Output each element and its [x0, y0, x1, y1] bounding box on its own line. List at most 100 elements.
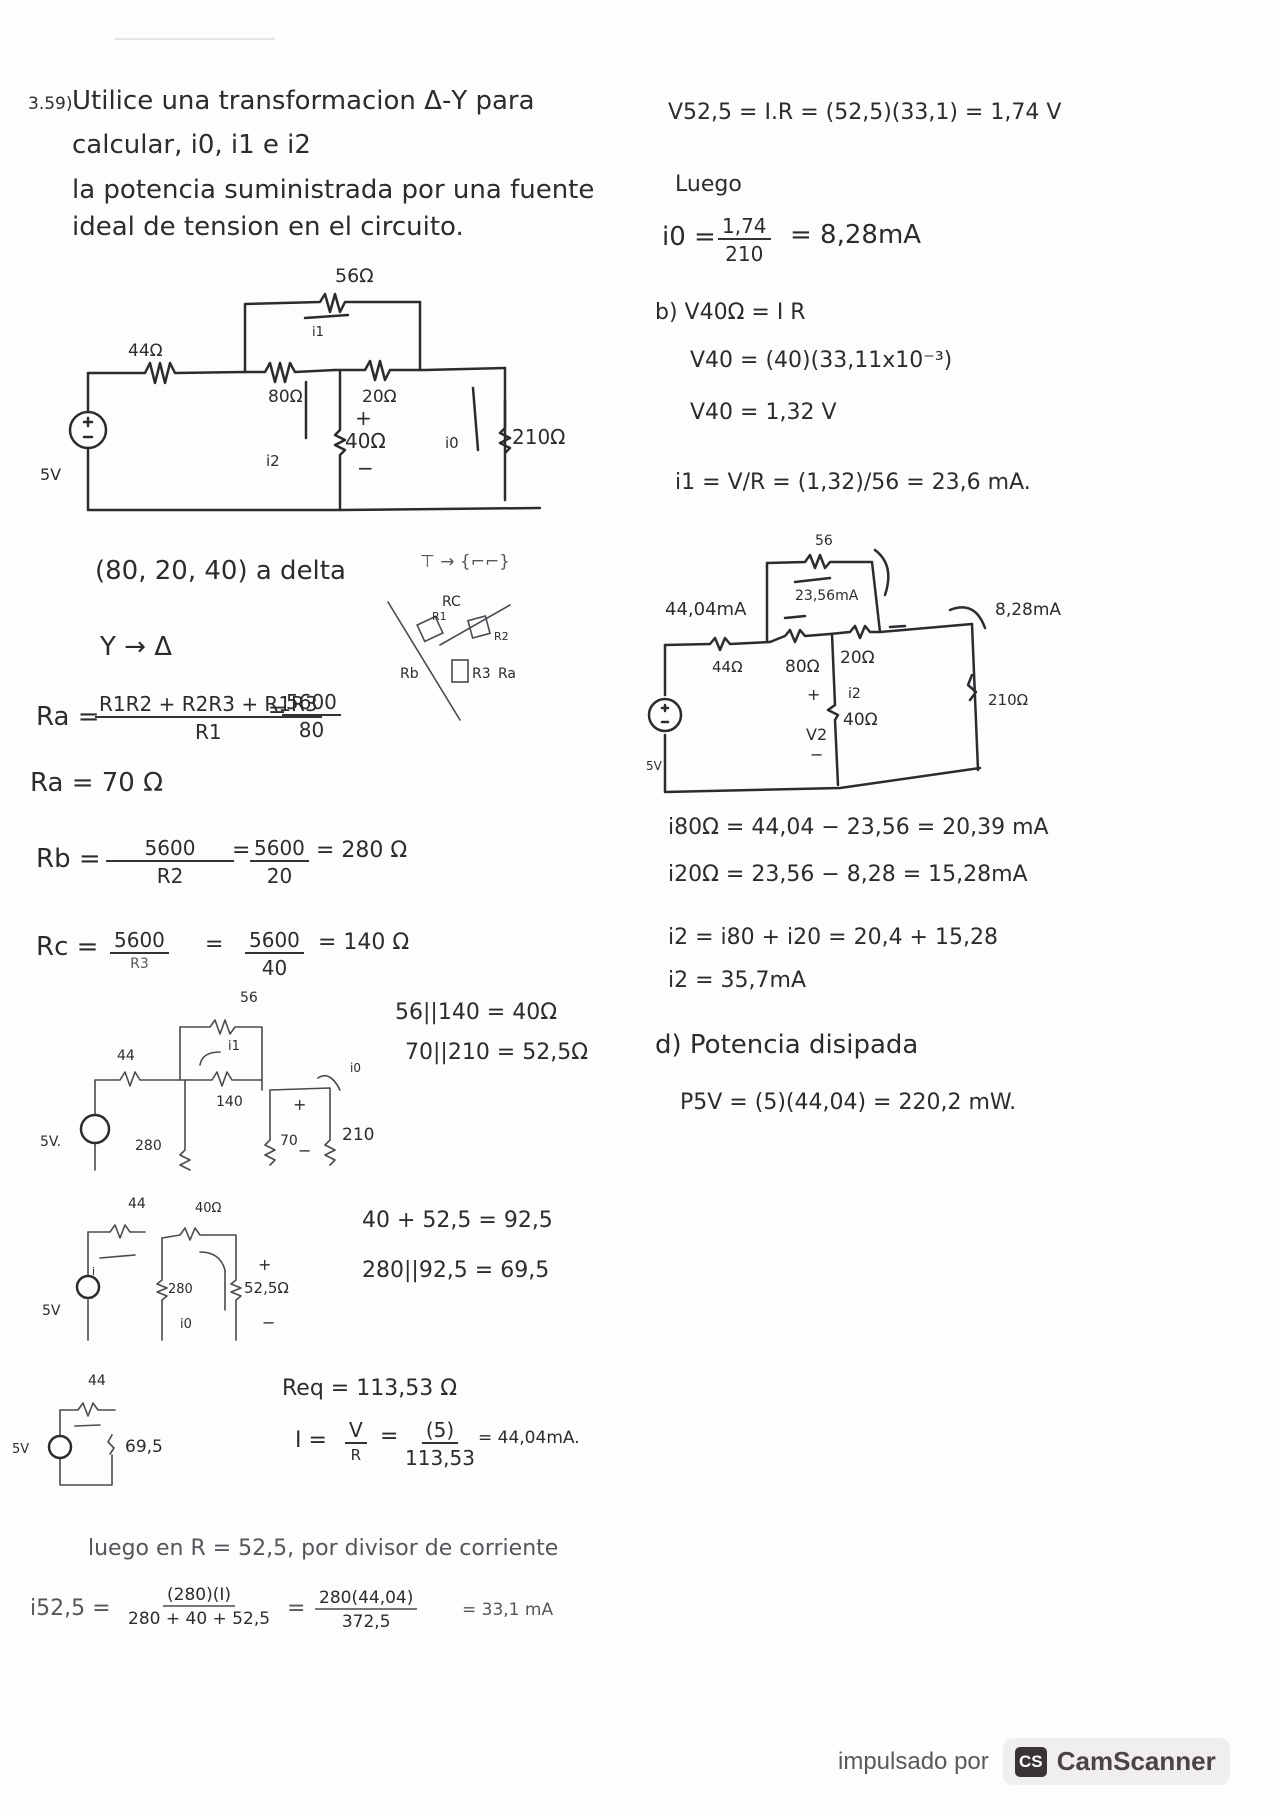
i80-calc: i80Ω = 44,04 − 23,56 = 20,39 mA: [668, 815, 1049, 840]
rb-fraction-1: 5600 R2: [105, 836, 235, 888]
parallel-calc-1: 56||140 = 40Ω: [395, 1000, 558, 1025]
source-label-5: 5V: [646, 759, 663, 773]
transformed-circuit-diagram: 56 44 140 280 70 210 i1 i0 + − 5V.: [40, 990, 374, 1171]
r40-label: 40Ω: [345, 429, 386, 453]
ra-fraction-2: 5600 80: [282, 690, 341, 742]
problem-number: 3.59): [28, 94, 73, 114]
i0-label-2: i0: [350, 1061, 361, 1075]
plus-sign: +: [355, 406, 372, 430]
source-label-4: 5V: [12, 1442, 29, 1457]
i0-label-3: i0: [180, 1317, 192, 1332]
rb-fraction-2: 5600 20: [250, 836, 309, 888]
r80-label: 80Ω: [268, 387, 303, 407]
current-result: = 44,04mA.: [478, 1428, 580, 1448]
r3-label: R3: [472, 666, 491, 682]
camscanner-brand: CamScanner: [1056, 1746, 1216, 1776]
rc-fraction-2: 5600 40: [245, 928, 304, 980]
r52-label: 52,5Ω: [244, 1279, 289, 1297]
i210-label: 8,28mA: [995, 600, 1061, 620]
r56-label-2: 56: [240, 990, 258, 1006]
part-b-line-1: b) V40Ω = I R: [655, 300, 806, 325]
powered-by-text: impulsado por: [838, 1747, 989, 1775]
plus-sign-3: +: [258, 1255, 271, 1274]
r40-label-5: 40Ω: [843, 710, 878, 730]
r44-label-2: 44: [117, 1048, 135, 1064]
delta-sketch-diagram: RC R1 R2 Rb R3 Ra: [387, 594, 516, 721]
i0-lhs: i0 =: [662, 222, 716, 252]
i56-label: 23,56mA: [795, 588, 859, 604]
divider-intro: luego en R = 52,5, por divisor de corrie…: [88, 1536, 559, 1561]
i0-fraction: 1,74 210: [718, 214, 771, 266]
current-fraction-1: V R: [345, 1418, 367, 1464]
divider-lhs: i52,5 =: [30, 1596, 111, 1621]
ra-label: Ra: [498, 666, 516, 682]
r44-label-4: 44: [88, 1373, 106, 1389]
rc-label: RC: [442, 594, 461, 610]
parallel-calc-2: 70||210 = 52,5Ω: [405, 1040, 589, 1065]
minus-sign-3: −: [262, 1313, 275, 1332]
rc-lhs: Rc =: [36, 932, 99, 962]
i2-label: i2: [266, 452, 280, 470]
luego-label: Luego: [675, 172, 742, 197]
part-d-title: d) Potencia disipada: [655, 1030, 919, 1060]
r210-label: 210Ω: [512, 425, 565, 449]
current-lhs: I =: [295, 1428, 327, 1453]
statement-line-3: la potencia suministrada por una fuente: [72, 175, 595, 205]
wye-to-delta-title: (80, 20, 40) a delta: [95, 556, 346, 586]
ra-fraction-1: R1R2 + R2R3 + R1R3 R1: [95, 692, 322, 744]
r44-label: 44Ω: [128, 341, 163, 361]
r20-label: 20Ω: [362, 387, 397, 407]
rc-fraction-1: 5600 R3: [110, 928, 169, 972]
scan-artifact: [115, 38, 275, 40]
part-b-line-2: V40 = (40)(33,11x10⁻³): [690, 348, 953, 373]
r210-label-5: 210Ω: [988, 691, 1028, 709]
camscanner-logo-icon: CS: [1014, 1746, 1047, 1777]
r280-label-3: 280: [168, 1282, 193, 1297]
source-label: 5V: [40, 465, 61, 484]
divider-result: = 33,1 mA: [462, 1600, 554, 1620]
r44-label-5: 44Ω: [712, 658, 743, 676]
r56-label-5: 56: [815, 533, 833, 549]
current-fraction-2: (5) 113,53: [405, 1418, 475, 1470]
v52-calc: V52,5 = I.R = (52,5)(33,1) = 1,74 V: [668, 100, 1062, 125]
r1-label: R1: [432, 610, 447, 623]
plus-sign-2: +: [293, 1095, 306, 1114]
itotal-label: 44,04mA: [665, 599, 747, 620]
r56-label: 56Ω: [335, 265, 374, 287]
r69-label: 69,5: [125, 1437, 163, 1457]
r280-label: 280: [135, 1138, 162, 1154]
ra-lhs: Ra =: [36, 702, 100, 732]
divider-fraction-1: (280)(I) 280 + 40 + 52,5: [128, 1585, 271, 1629]
wye-delta-symbol-sketch: ⊤ → {⌐⌐}: [420, 552, 510, 572]
original-circuit-diagram: 56Ω 44Ω 80Ω 20Ω 40Ω 210Ω i1 i2 i0 + − 5V: [40, 265, 565, 512]
r210-label-2: 210: [342, 1125, 374, 1145]
i-label-3: i: [92, 1265, 95, 1278]
current-equals: =: [380, 1424, 399, 1449]
v2-label: V2: [806, 725, 827, 744]
part-b-line-4: i1 = V/R = (1,32)/56 = 23,6 mA.: [675, 470, 1031, 495]
camscanner-badge: CS CamScanner: [1002, 1738, 1230, 1785]
rc-result: = 140 Ω: [318, 930, 410, 955]
r80-label-5: 80Ω: [785, 657, 820, 677]
simplified-circuit-diagram: 44 40Ω 280 52,5Ω i i0 + − 5V: [42, 1196, 289, 1341]
power-calc: P5V = (5)(44,04) = 220,2 mW.: [680, 1090, 1017, 1115]
wye-delta-arrow: Y → Δ: [100, 632, 172, 662]
rb-result: = 280 Ω: [316, 838, 408, 863]
camscanner-watermark: impulsado por CS CamScanner: [838, 1738, 1230, 1785]
equivalent-circuit-diagram: 44 69,5 5V: [12, 1373, 163, 1486]
current-flow-circuit-diagram: 56 23,56mA 44,04mA 8,28mA 44Ω 80Ω 20Ω 40…: [646, 533, 1061, 794]
minus-sign: −: [357, 456, 374, 480]
r2-label: R2: [494, 630, 509, 643]
statement-line-1: Utilice una transformacion Δ-Y para: [72, 86, 535, 116]
i0-result: = 8,28mA: [790, 220, 922, 250]
i2-result: i2 = 35,7mA: [668, 968, 806, 993]
r44-label-3: 44: [128, 1196, 146, 1212]
part-b-line-3: V40 = 1,32 V: [690, 400, 837, 425]
statement-line-2: calcular, i0, i1 e i2: [72, 130, 311, 160]
divider-fraction-2: 280(44,04) 372,5: [315, 1588, 418, 1632]
ra-result: Ra = 70 Ω: [30, 768, 163, 798]
rc-equals: =: [205, 932, 224, 957]
ra-equals: =: [268, 698, 287, 723]
i0-label: i0: [445, 434, 459, 452]
rb-lhs: Rb =: [36, 844, 101, 874]
